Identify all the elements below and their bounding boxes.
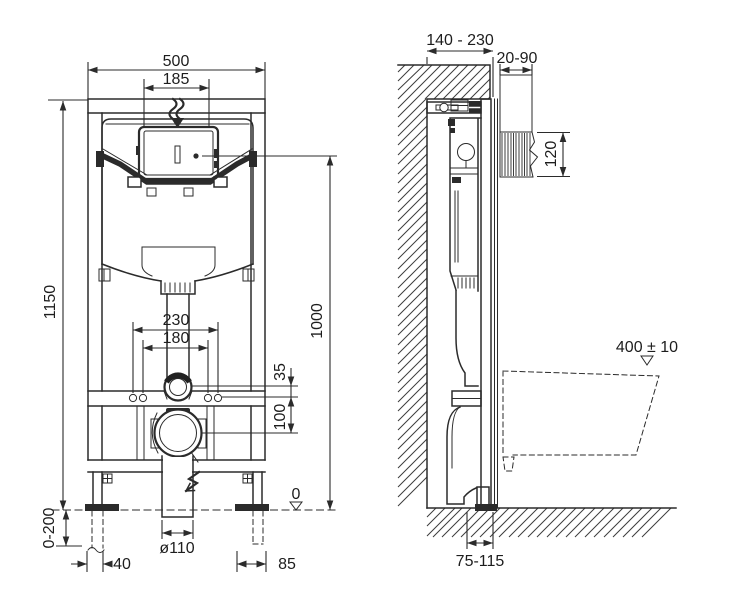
- flush-valve-seat: [160, 280, 196, 295]
- front-view: 0 500 185 1150 1000 230: [41, 53, 339, 573]
- struts: [136, 405, 215, 461]
- fixing-holes: [128, 393, 223, 403]
- flush-plate-recess: [499, 74, 539, 178]
- dim-foot-left: 40: [71, 551, 131, 573]
- support-band: [99, 152, 256, 185]
- datum-bowl-height-label: 400 ± 10: [616, 339, 678, 356]
- side-clip-left: [96, 151, 104, 167]
- foot-right: [235, 504, 269, 511]
- dim-plate-width-label: 185: [163, 71, 190, 88]
- legs: [92, 471, 263, 505]
- flush-pipe: [166, 293, 190, 379]
- waste-bend: [446, 406, 477, 505]
- band-tab-left: [127, 176, 142, 188]
- dim-leg-range: 0-200: [41, 507, 82, 548]
- side-view: 400 ± 10 140 - 230 20-90 120 75-115: [397, 32, 678, 570]
- fixing-squares: [102, 473, 253, 484]
- dim-wall-finish-label: 20-90: [497, 50, 538, 67]
- wall-bracket: [426, 101, 482, 114]
- dim-outlet-distance: 75-115: [456, 512, 505, 570]
- dim-frame-width-label: 500: [163, 53, 190, 70]
- frame-foot: [475, 504, 497, 511]
- datum-triangle-icon: [640, 355, 654, 366]
- datum-zero: 0: [289, 486, 303, 511]
- dim-frame-height: 1150: [42, 99, 88, 510]
- dim-drain-diameter: ø110: [159, 520, 195, 557]
- foot-left: [85, 504, 119, 511]
- dim-frame-width: 500: [87, 53, 266, 99]
- float-valve: [457, 143, 475, 161]
- dim-plate-height: 120: [537, 131, 570, 178]
- supply-fitting: [163, 372, 193, 402]
- dim-plate-height-label: 120: [543, 141, 560, 168]
- flush-bend: [455, 290, 479, 387]
- leg-extensions: [87, 510, 264, 553]
- drain-pipe-fill: [163, 457, 192, 516]
- dim-drain-diameter-label: ø110: [159, 540, 194, 557]
- flush-plate-box: [136, 125, 220, 181]
- dim-frame-height-label: 1150: [42, 285, 59, 320]
- outlet-pipe: [476, 486, 490, 509]
- dim-fixing-outer: 230: [132, 312, 219, 393]
- broken-wall-edge: [528, 131, 539, 178]
- water-inlet-arrow-icon: [168, 97, 185, 128]
- dim-plate-center-height-label: 1000: [309, 303, 326, 339]
- dim-plate-center-height: 100 0: [202, 155, 337, 510]
- flow-direction-arrow-icon: [184, 470, 201, 493]
- frame-profile: [480, 98, 498, 509]
- dim-frame-depth-label: 140 - 230: [426, 32, 494, 49]
- dim-outlet-distance-label: 75-115: [456, 553, 505, 570]
- dim-supply-offset-label: 35: [272, 363, 289, 381]
- flush-plate-stripes: [500, 131, 532, 176]
- floor-section: [426, 507, 677, 538]
- wall-hatch: [397, 64, 491, 507]
- floor-hatch: [426, 507, 672, 538]
- toilet-bowl-outline: [502, 370, 660, 472]
- datum-triangle-icon: [289, 501, 303, 511]
- datum-bowl-height: 400 ± 10: [616, 339, 678, 366]
- dim-supply-offset: 35 100: [191, 363, 298, 434]
- plate-dot: [193, 153, 199, 159]
- dim-fixing-inner: 180: [142, 330, 209, 393]
- dim-foot-right: 85: [236, 551, 296, 573]
- dim-wall-finish: 20-90: [497, 50, 538, 75]
- lower-clips: [98, 268, 255, 282]
- cistern-outline: [98, 118, 256, 295]
- dim-foot-right-label: 85: [278, 556, 296, 573]
- datum-zero-label: 0: [292, 486, 301, 503]
- inner-tank-detail: [141, 246, 216, 277]
- dim-waste-offset-label: 100: [272, 404, 289, 431]
- cistern-profile: [448, 99, 482, 387]
- dim-frame-depth: 140 - 230: [426, 32, 494, 97]
- side-lower: [446, 390, 497, 511]
- wall-section: [397, 64, 491, 509]
- band-tab-right: [213, 176, 228, 188]
- dim-fixing-outer-label: 230: [163, 312, 190, 329]
- waste-fitting: [150, 408, 207, 463]
- dim-leg-range-label: 0-200: [41, 507, 58, 548]
- plate-slot: [174, 145, 181, 164]
- dim-plate-width: 185: [143, 71, 210, 128]
- dim-fixing-inner-label: 180: [163, 330, 190, 347]
- dim-foot-left-label: 40: [113, 556, 131, 573]
